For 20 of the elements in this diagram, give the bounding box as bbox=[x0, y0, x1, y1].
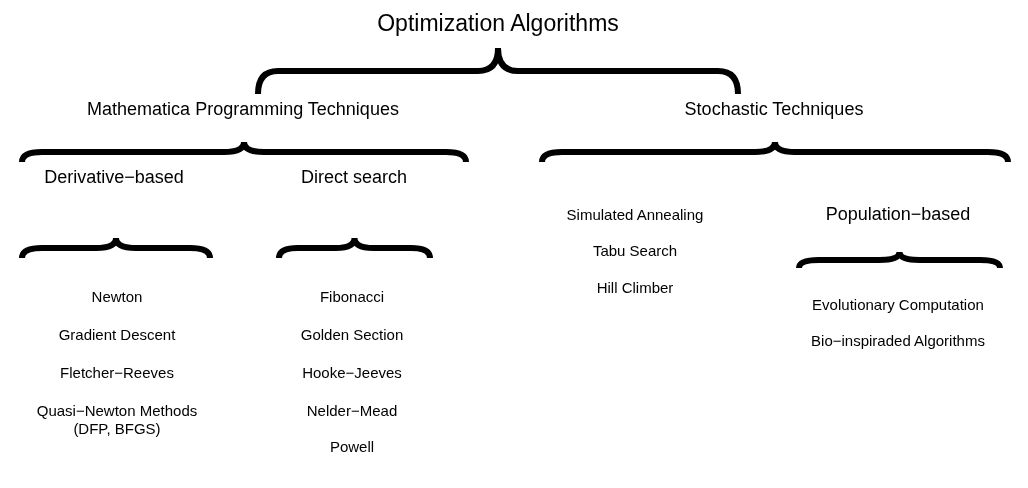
algorithm-name: Tabu Search bbox=[592, 242, 678, 260]
algorithm-name: Powell bbox=[329, 438, 375, 456]
algorithm-name: Bio−inspiraded Algorithms bbox=[811, 332, 985, 350]
algorithm-name: Gradient Descent bbox=[58, 326, 176, 344]
category-heading: Stochastic Techniques bbox=[684, 99, 864, 121]
algorithm-name: Evolutionary Computation bbox=[812, 296, 984, 314]
algorithm-name: Hooke−Jeeves bbox=[302, 364, 402, 382]
category-heading: Derivative−based bbox=[44, 167, 184, 189]
algorithm-name: Hill Climber bbox=[596, 279, 674, 297]
diagram-title: Optimization Algorithms bbox=[377, 10, 619, 38]
algorithm-name: Simulated Annealing bbox=[566, 206, 704, 224]
category-heading: Direct search bbox=[301, 167, 407, 189]
algorithm-name: Golden Section bbox=[300, 326, 404, 344]
category-heading: Population−based bbox=[825, 204, 971, 226]
algorithm-name: Fletcher−Reeves bbox=[60, 364, 174, 382]
algorithm-name: Nelder−Mead bbox=[306, 402, 398, 420]
algorithm-name: Fibonacci bbox=[319, 288, 385, 306]
category-heading: Mathematica Programming Techniques bbox=[87, 99, 399, 121]
algorithm-name: Quasi−Newton Methods (DFP, BFGS) bbox=[35, 402, 199, 438]
algorithm-name: Newton bbox=[91, 288, 143, 306]
